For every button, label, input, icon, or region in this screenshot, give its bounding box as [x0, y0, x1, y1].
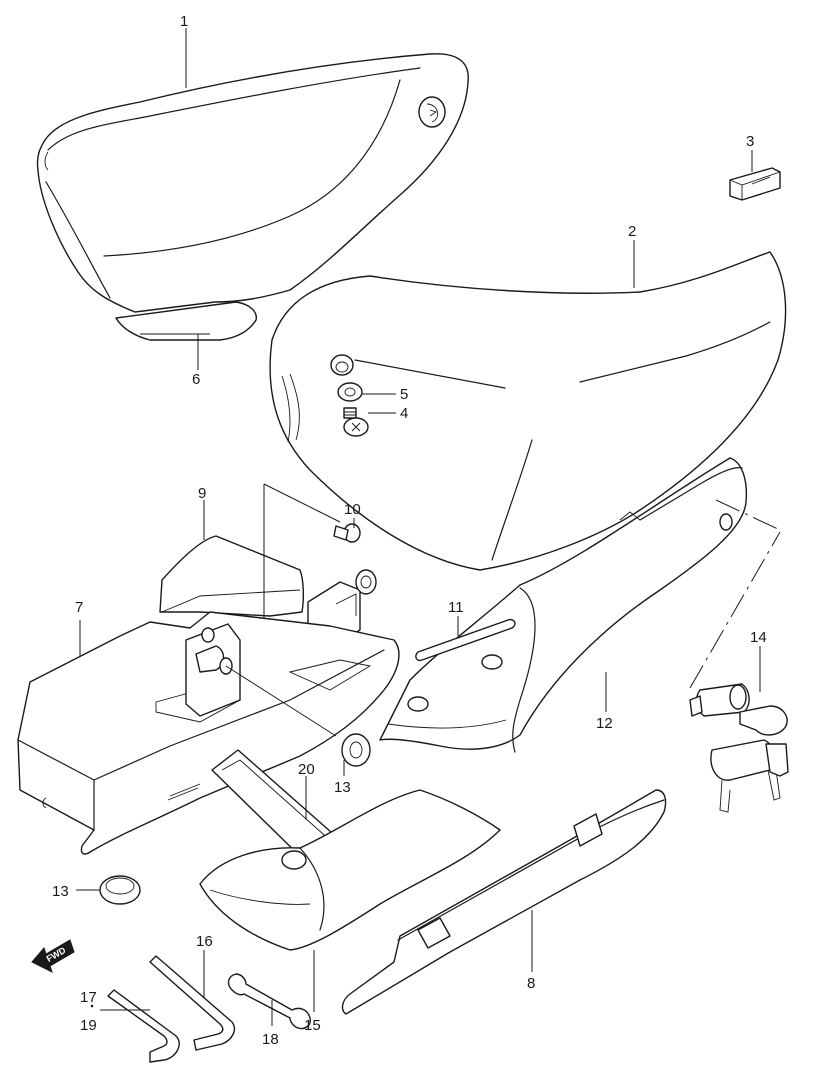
bracket-part	[159, 483, 341, 664]
callout-labels: 1 2 3 4 5 6 7 8 9 10 11 12 13 13 14 15 1…	[52, 13, 767, 1048]
dot-marker	[90, 1004, 94, 1008]
callout-20: 20	[298, 761, 315, 778]
trim-strip-part	[415, 616, 516, 662]
callout-5: 5	[400, 386, 408, 403]
callout-8: 8	[527, 975, 535, 992]
callout-10: 10	[344, 501, 361, 518]
callout-2: 2	[628, 223, 636, 240]
seat-lock-part	[689, 499, 789, 813]
rear-seat-part	[269, 240, 787, 571]
callout-19: 19	[80, 1017, 97, 1034]
hex-wrench-tool-part	[149, 950, 236, 1051]
callout-13b: 13	[52, 883, 69, 900]
callout-13a: 13	[334, 779, 351, 796]
callout-4: 4	[400, 405, 408, 422]
callout-3: 3	[746, 133, 754, 150]
tray-part	[17, 611, 400, 855]
callout-7: 7	[75, 599, 83, 616]
callout-18: 18	[262, 1031, 279, 1048]
front-seat-part	[36, 28, 469, 370]
callout-14: 14	[750, 629, 767, 646]
hex-key-tool-part	[90, 989, 180, 1063]
callout-15: 15	[304, 1017, 321, 1034]
callout-16: 16	[196, 933, 213, 950]
seat-fastener-part	[330, 354, 396, 437]
spanner-tool-part	[227, 973, 312, 1030]
callout-9: 9	[198, 485, 206, 502]
side-rail-part	[341, 789, 667, 1015]
tool-bag-part	[199, 789, 501, 1012]
callout-1: 1	[180, 13, 188, 30]
fwd-arrow-icon: FWD	[31, 939, 75, 973]
callout-12: 12	[596, 715, 613, 732]
tail-cover-part	[379, 457, 748, 753]
callout-11: 11	[448, 599, 464, 616]
callout-6: 6	[192, 371, 200, 388]
cushion-part	[729, 150, 781, 201]
grommet-part	[76, 733, 371, 905]
callout-17: 17	[80, 989, 97, 1006]
